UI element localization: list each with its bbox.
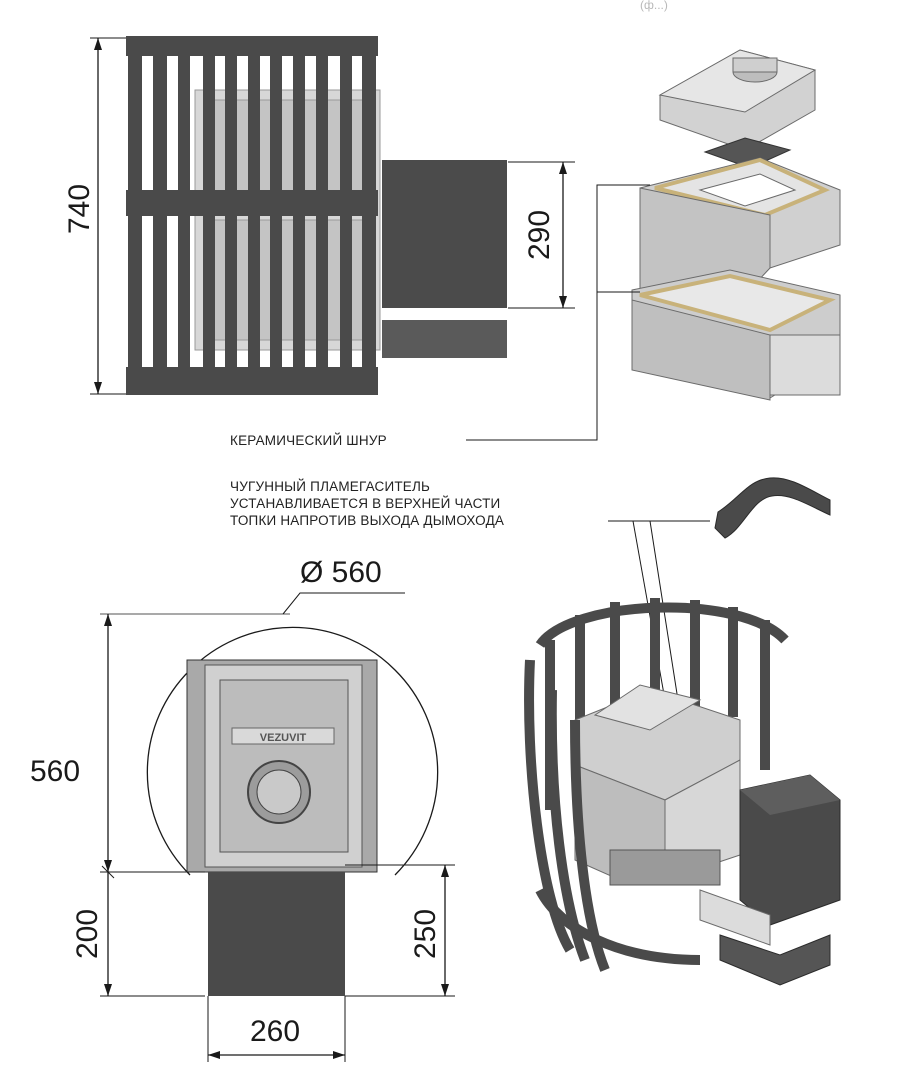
brand-plate: VEZUVIT	[260, 732, 307, 744]
label-flame-arrester-3: ТОПКИ НАПРОТИВ ВЫХОДА ДЫМОХОДА	[230, 513, 505, 528]
exploded-view	[466, 49, 841, 441]
dim-diameter: Ø 560	[300, 556, 382, 589]
label-ceramic-cord: КЕРАМИЧЕСКИЙ ШНУР	[230, 433, 387, 448]
dim-chimney-height: 290	[523, 209, 556, 261]
assembled-view	[524, 598, 841, 986]
top-view: VEZUVIT	[100, 592, 455, 1062]
watermark: (ф...)	[640, 0, 668, 12]
dim-height-front: 740	[63, 183, 96, 235]
label-flame-arrester-2: УСТАНАВЛИВАЕТСЯ В ВЕРХНЕЙ ЧАСТИ	[230, 496, 501, 511]
label-flame-arrester-1: ЧУГУННЫЙ ПЛАМЕГАСИТЕЛЬ	[230, 479, 431, 494]
dim-tunnel-depth: 250	[409, 908, 442, 960]
dim-tunnel-width: 260	[250, 1015, 301, 1048]
dim-tunnel-length: 200	[71, 908, 104, 960]
dim-depth-total: 560	[30, 755, 81, 788]
front-view	[90, 36, 575, 395]
